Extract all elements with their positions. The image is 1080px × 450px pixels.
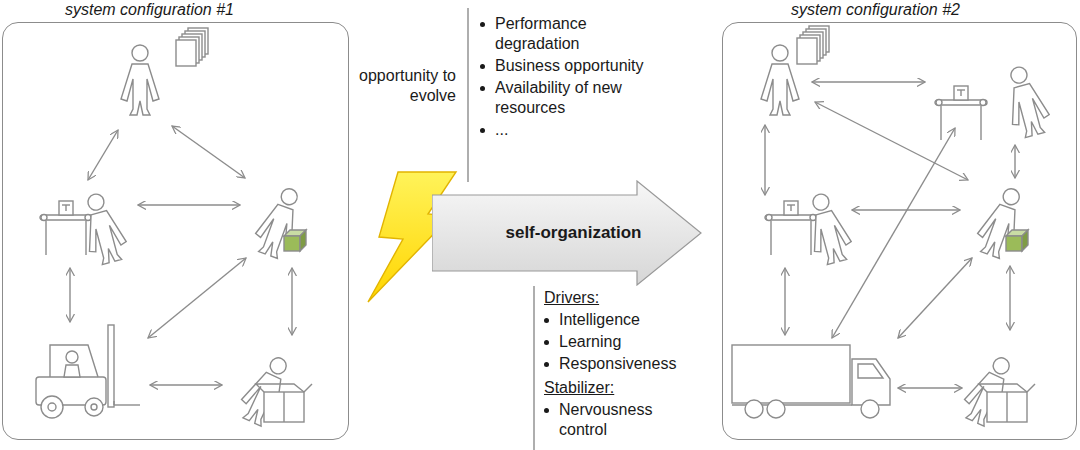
- bullet-item: Business opportunity: [495, 56, 645, 76]
- panel-title: system configuration #1: [65, 0, 234, 20]
- section-heading: Drivers:: [544, 288, 599, 308]
- process-arrow: self-organization: [432, 180, 702, 286]
- configuration-panel: system configuration #1: [2, 22, 349, 440]
- arrow-outline: [432, 181, 701, 285]
- section-heading: Stabilizer:: [544, 378, 614, 398]
- papers-icon: [797, 26, 829, 64]
- divider-line: [533, 286, 534, 450]
- operator-figure: [999, 62, 1054, 139]
- bullet-dot: [544, 408, 549, 413]
- packer-figure: [972, 183, 1032, 262]
- conveyor-icon: [935, 86, 987, 140]
- trigger-label-wrap: opportunity to evolve: [352, 66, 456, 106]
- bullet-item-wrap: Performance degradation: [480, 14, 660, 54]
- clerk-figure: [761, 45, 799, 115]
- bullet-dot: [480, 128, 485, 133]
- arrow-label-box: self-organization: [456, 195, 691, 271]
- open-box-icon: [979, 384, 1035, 422]
- divider-line: [467, 8, 468, 182]
- bullet-item-wrap: Business opportunity: [480, 56, 660, 76]
- bullet-item-wrap: Responsiveness: [544, 354, 704, 374]
- bullet-item-wrap: Nervousness control: [544, 400, 664, 440]
- section-heading-wrap: Stabilizer:: [544, 378, 704, 398]
- section-heading-wrap: Drivers:: [544, 288, 704, 308]
- box-icon: [284, 230, 306, 251]
- operator-figure: [76, 189, 131, 266]
- conveyor-icon: [40, 201, 92, 255]
- bullet-item: Nervousness control: [559, 400, 664, 440]
- trigger-label: opportunity to evolve: [352, 66, 456, 106]
- forklift-icon: [36, 325, 140, 418]
- open-box-icon: [256, 384, 312, 422]
- bullet-item-wrap: Learning: [544, 332, 704, 352]
- clerk-figure: [121, 45, 159, 115]
- conveyor-icon: [765, 201, 817, 255]
- bullet-dot: [544, 318, 549, 323]
- bullet-item: ...: [495, 120, 645, 140]
- arrow-label: self-organization: [505, 223, 641, 243]
- interaction-arrows: [765, 82, 1015, 388]
- papers-icon: [176, 28, 208, 66]
- bullet-item: Responsiveness: [559, 354, 709, 374]
- bullet-item: Intelligence: [559, 310, 709, 330]
- bullet-item-wrap: Intelligence: [544, 310, 704, 330]
- truck-icon: [732, 345, 890, 418]
- panel-title: system configuration #2: [791, 0, 960, 20]
- bullet-item: Learning: [559, 332, 709, 352]
- bullet-dot: [480, 64, 485, 69]
- bullet-item: Performance degradation: [495, 14, 645, 54]
- bullet-dot: [480, 22, 485, 27]
- interaction-arrows: [70, 126, 292, 385]
- configuration-panel: system configuration #2: [722, 22, 1077, 440]
- bullet-item-wrap: Availability of new resources: [480, 78, 660, 118]
- box-icon: [1006, 230, 1028, 251]
- packer-figure: [250, 183, 310, 262]
- bullet-item-wrap: ...: [480, 120, 660, 140]
- bullet-dot: [544, 362, 549, 367]
- operator-figure: [801, 189, 856, 266]
- bullet-dot: [544, 340, 549, 345]
- bullet-item: Availability of new resources: [495, 78, 645, 118]
- bullet-dot: [480, 86, 485, 91]
